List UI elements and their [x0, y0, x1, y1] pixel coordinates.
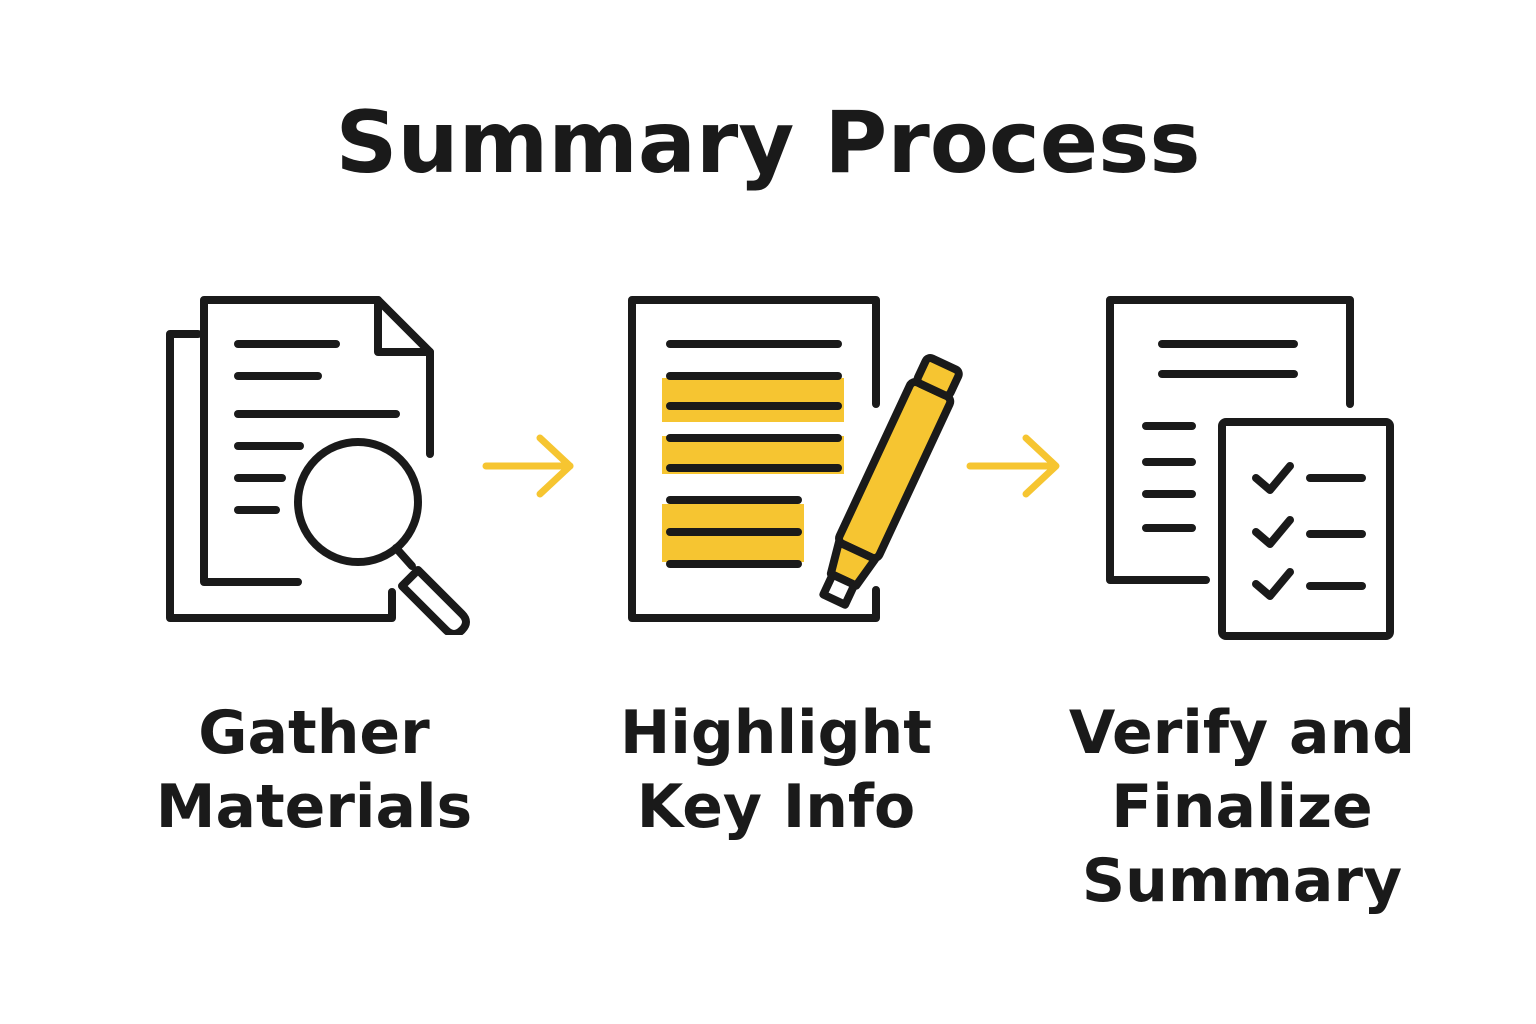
arrow-right-icon	[966, 434, 1060, 498]
documents-magnifier-icon	[166, 296, 470, 635]
step-label-gather-materials: Gather Materials	[155, 698, 473, 842]
arrow-right-icon	[482, 434, 574, 498]
diagram-title: Summary Process	[335, 93, 1201, 193]
step-label-verify-finalize-summary: Verify and Finalize Summary	[1068, 698, 1416, 916]
checklist-documents-icon	[1106, 296, 1394, 640]
step-label-highlight-key-info: Highlight Key Info	[620, 698, 932, 842]
highlighted-document-icon	[628, 296, 963, 622]
